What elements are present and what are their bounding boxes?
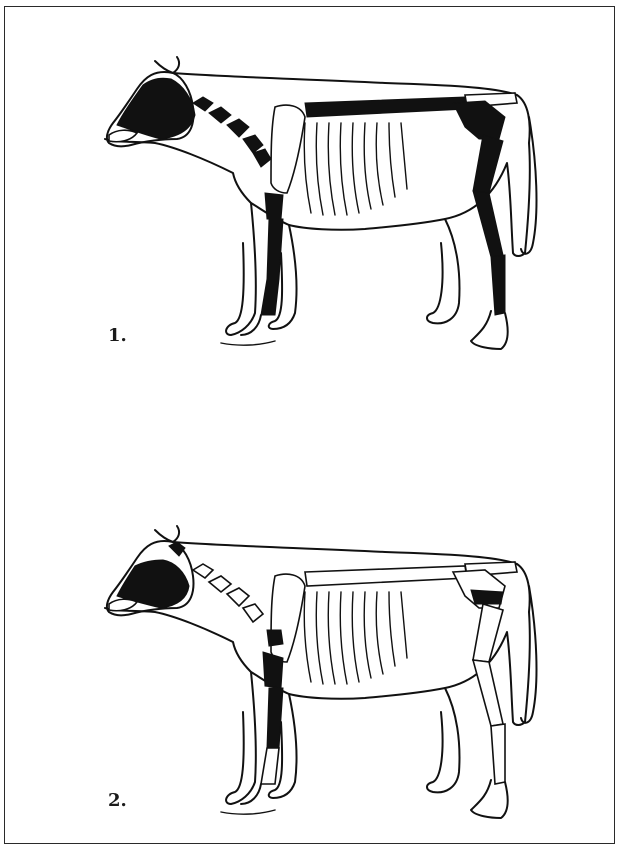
page-frame: 1. xyxy=(4,6,615,844)
figure-1: 1. xyxy=(5,43,616,353)
figure-label-2: 2. xyxy=(108,790,127,811)
cow-skeleton-illustration-1 xyxy=(5,43,616,353)
figure-2: 2. xyxy=(5,512,616,822)
figure-label-1: 1. xyxy=(108,325,127,346)
cow-skeleton-illustration-2 xyxy=(5,512,616,822)
